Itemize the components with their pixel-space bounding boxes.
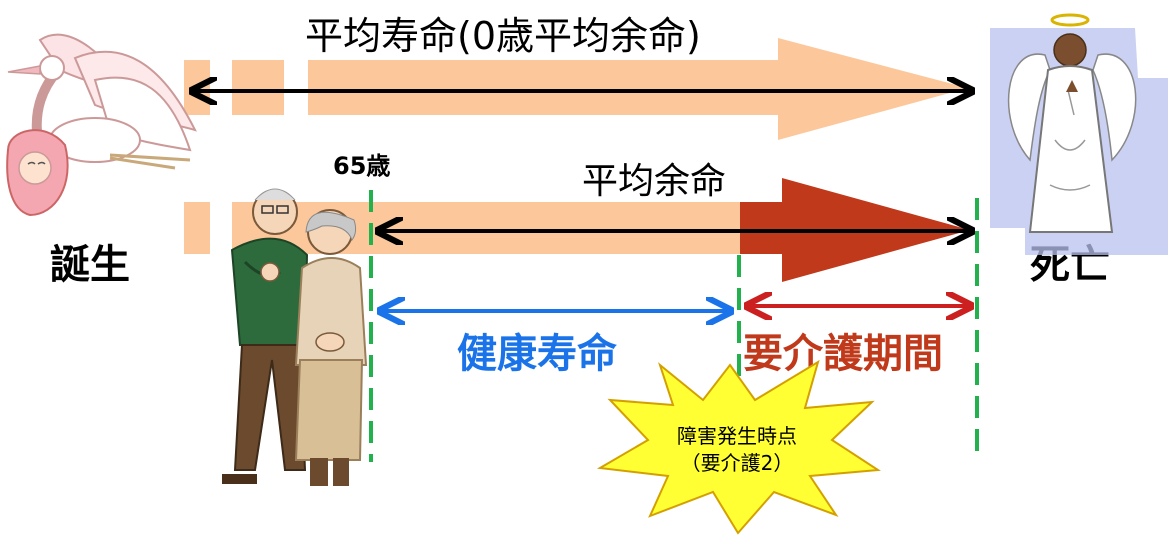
remaining-title: 平均余命 [582, 161, 726, 202]
lifespan-title: 平均寿命(0歳平均余命) [305, 14, 701, 58]
stork-baby-illustration [6, 33, 197, 217]
care-period-label: 要介護期間 [743, 331, 943, 377]
angel-illustration [990, 13, 1168, 255]
onset-line1: 障害発生時点 [677, 424, 797, 448]
age-65-label: 65歳 [333, 152, 390, 180]
onset-line2: （要介護2） [681, 451, 794, 475]
healthy-life-label: 健康寿命 [457, 331, 617, 377]
birth-label: 誕生 [50, 242, 130, 288]
onset-starburst: 障害発生時点 （要介護2） [596, 359, 881, 535]
elderly-couple-illustration [222, 188, 368, 486]
